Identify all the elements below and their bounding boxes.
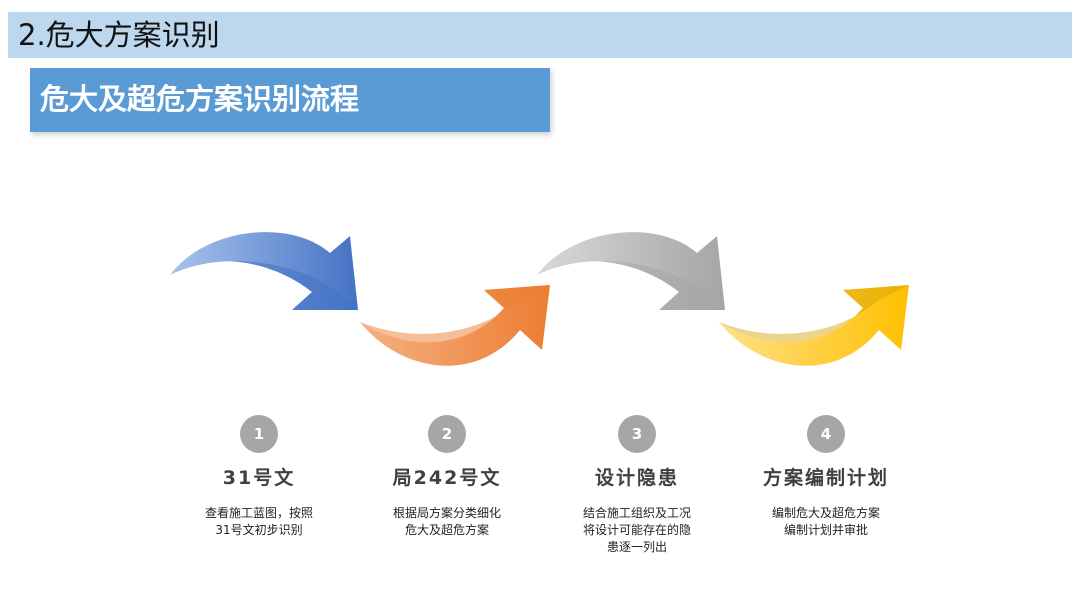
step-description: 查看施工蓝图，按照 31号文初步识别 (169, 505, 349, 539)
step-1: 1 31号文 查看施工蓝图，按照 31号文初步识别 (169, 415, 349, 539)
page-title: 2.危大方案识别 (18, 18, 220, 52)
step-description: 根据局方案分类细化 危大及超危方案 (357, 505, 537, 539)
step-description-line: 编制计划并审批 (783, 523, 868, 537)
step-title: 31号文 (222, 467, 296, 489)
step-description: 编制危大及超危方案 编制计划并审批 (736, 505, 916, 539)
arrow-up-gold (719, 285, 909, 366)
step-description-line: 编制危大及超危方案 (771, 506, 880, 520)
step-number-badge: 4 (807, 415, 845, 453)
step-description-line: 根据局方案分类细化 (392, 506, 501, 520)
arrow-up-orange (360, 285, 550, 366)
step-4: 4 方案编制计划 编制危大及超危方案 编制计划并审批 (736, 415, 916, 539)
section-banner: 危大及超危方案识别流程 (30, 68, 550, 132)
step-description-line: 患逐一列出 (606, 540, 667, 554)
step-description-line: 危大及超危方案 (404, 523, 489, 537)
step-description-line: 结合施工组织及工况 (582, 506, 691, 520)
step-description-line: 查看施工蓝图，按照 (204, 506, 313, 520)
arrow-down-gray (537, 232, 725, 310)
arrow-down-blue (170, 232, 358, 310)
step-3: 3 设计隐患 结合施工组织及工况 将设计可能存在的隐 患逐一列出 (547, 415, 727, 556)
step-title: 方案编制计划 (762, 467, 889, 489)
step-number-badge: 3 (618, 415, 656, 453)
step-description-line: 31号文初步识别 (215, 523, 303, 537)
step-title: 局242号文 (392, 467, 502, 489)
step-description: 结合施工组织及工况 将设计可能存在的隐 患逐一列出 (547, 505, 727, 556)
step-2: 2 局242号文 根据局方案分类细化 危大及超危方案 (357, 415, 537, 539)
section-title: 危大及超危方案识别流程 (40, 82, 360, 116)
step-number-badge: 1 (240, 415, 278, 453)
step-description-line: 将设计可能存在的隐 (582, 523, 691, 537)
header-bar: 2.危大方案识别 (8, 12, 1072, 58)
step-title: 设计隐患 (594, 467, 679, 489)
step-number-badge: 2 (428, 415, 466, 453)
